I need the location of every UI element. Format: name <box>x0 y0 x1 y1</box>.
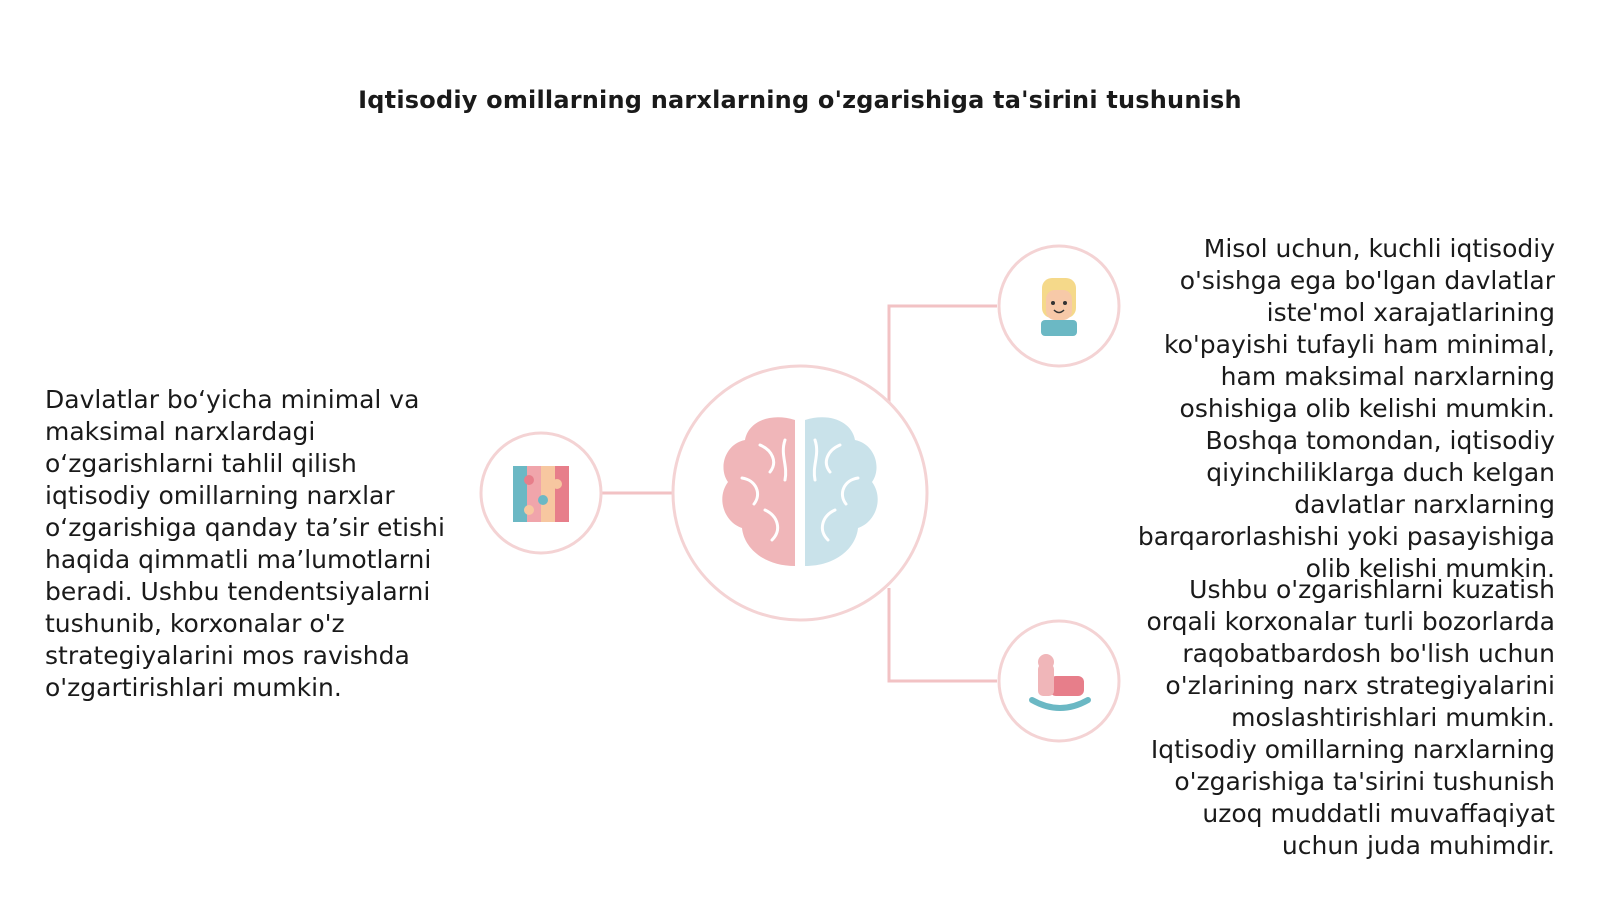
left-description: Davlatlar bo‘yicha minimal va maksimal n… <box>45 385 445 702</box>
puzzle-icon <box>513 466 569 522</box>
right-bottom-node <box>997 619 1121 743</box>
right-top-node <box>997 244 1121 368</box>
person-avatar-icon <box>1041 278 1077 336</box>
central-node <box>671 364 929 622</box>
page-title: Iqtisodiy omillarning narxlarning o'zgar… <box>358 86 1242 114</box>
right-top-description: Misol uchun, kuchli iqtisodiy o'sishga e… <box>1137 234 1555 583</box>
left-node <box>479 431 603 555</box>
rocking-horse-icon <box>1029 654 1091 711</box>
right-bottom-description: Ushbu o'zgarishlarni kuzatish orqali kor… <box>1146 575 1555 860</box>
brain-icon <box>722 417 878 566</box>
connector-right-top <box>887 304 997 405</box>
connector-right-bottom <box>887 588 997 683</box>
